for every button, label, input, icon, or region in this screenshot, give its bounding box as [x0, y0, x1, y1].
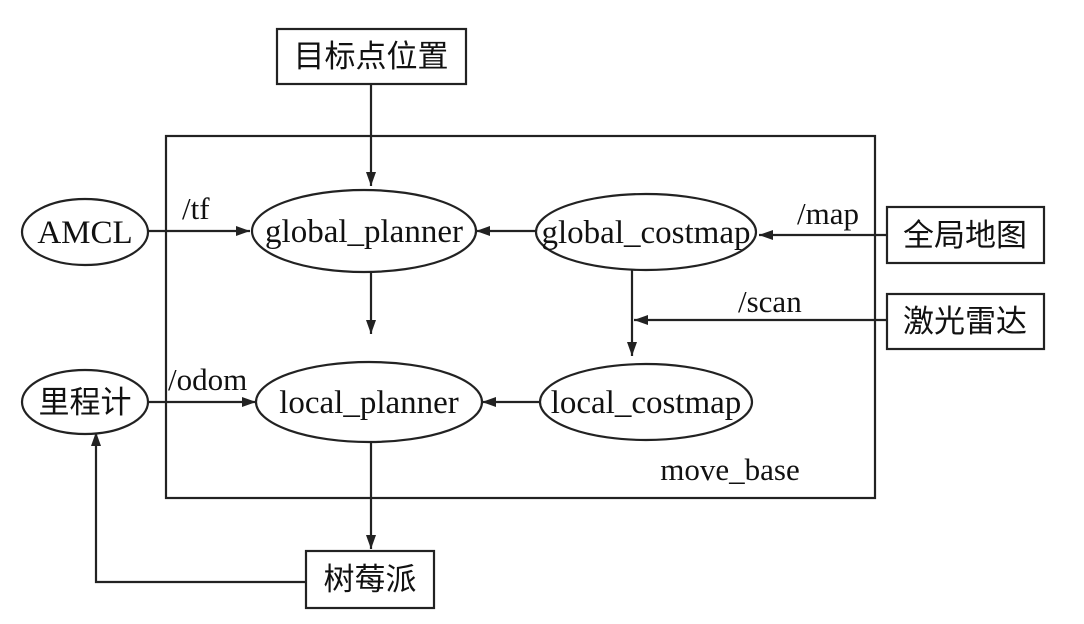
- edge-label-scan: /scan: [738, 284, 802, 319]
- node-local-costmap: local_costmap: [538, 362, 754, 442]
- edge-label-map: /map: [797, 196, 859, 231]
- node-goal-position: 目标点位置: [275, 27, 468, 86]
- edge-label-tf: /tf: [182, 191, 210, 226]
- node-global-costmap: global_costmap: [534, 192, 758, 272]
- move-base-label: move_base: [660, 452, 799, 487]
- node-amcl: AMCL: [20, 197, 150, 267]
- node-local-planner: local_planner: [254, 360, 484, 444]
- edge-raspberry-to-odometer: [91, 432, 306, 584]
- node-global-planner-label: global_planner: [265, 214, 463, 250]
- node-local-planner-label: local_planner: [279, 385, 459, 421]
- node-global-map-label: 全局地图: [903, 218, 1027, 254]
- node-global-map: 全局地图: [885, 205, 1046, 265]
- node-laser-radar: 激光雷达: [885, 292, 1046, 351]
- node-amcl-label: AMCL: [37, 215, 132, 251]
- node-raspberry-pi: 树莓派: [304, 549, 436, 610]
- node-odometer-label: 里程计: [39, 385, 132, 421]
- node-raspberry-pi-label: 树莓派: [324, 562, 417, 598]
- node-goal-position-label: 目标点位置: [294, 39, 449, 75]
- node-odometer: 里程计: [20, 368, 150, 436]
- move-base-container: [164, 134, 877, 500]
- edge-label-odom: /odom: [168, 362, 247, 397]
- node-local-costmap-label: local_costmap: [551, 385, 742, 421]
- node-global-planner: global_planner: [250, 188, 478, 274]
- node-global-costmap-label: global_costmap: [542, 215, 751, 251]
- node-laser-radar-label: 激光雷达: [903, 304, 1027, 340]
